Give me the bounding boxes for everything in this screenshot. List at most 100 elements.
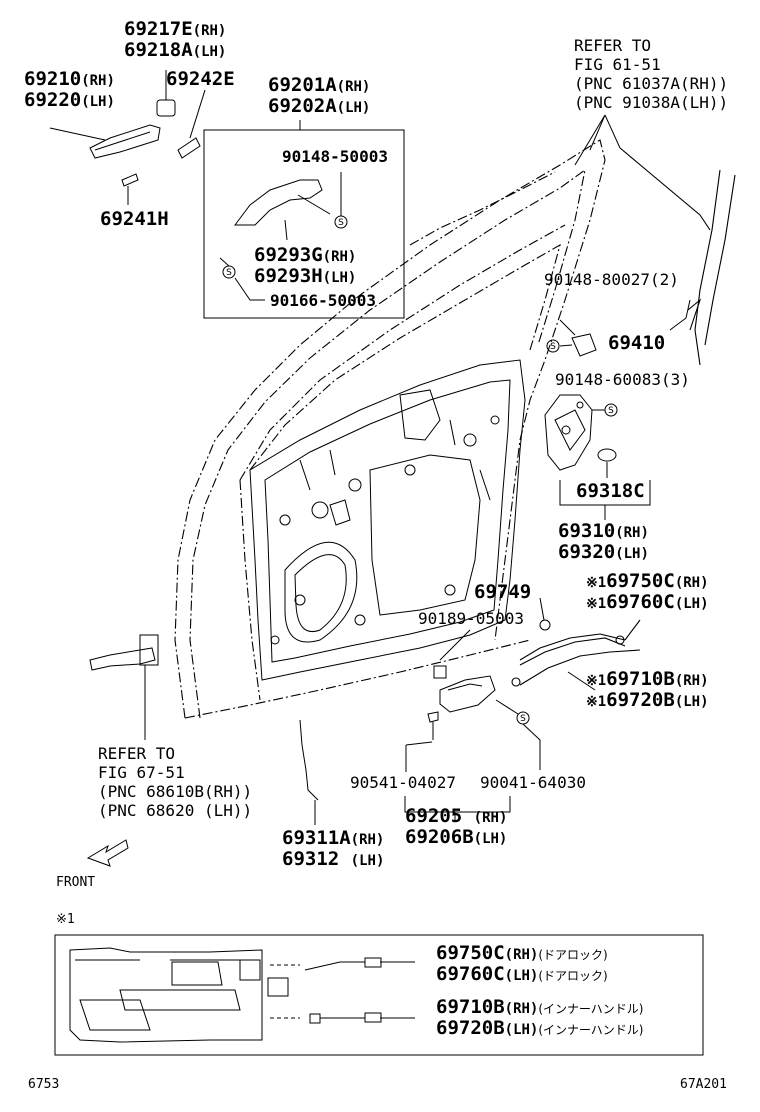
label-69760: ※169760C(LH) (586, 593, 709, 612)
leader-refer-top (574, 114, 621, 166)
footer-left: 6753 (28, 1077, 60, 1092)
label-69320: 69320(LH) (558, 543, 649, 562)
door-lock-assy (544, 394, 593, 471)
refer-line: FIG 61-51 (574, 55, 661, 74)
part-side: (RH) (322, 249, 357, 265)
part-number: 69318C (576, 480, 645, 502)
part-number: 90189-05003 (418, 609, 524, 628)
inset-row-4: 69720B(LH)(インナーハンドル) (436, 1019, 643, 1038)
note-mark: ※1 (586, 673, 607, 689)
front-arrow (86, 839, 129, 867)
part-number: 69217E (124, 18, 193, 40)
label-69242: 69242E (166, 70, 235, 89)
part-side: (LH) (336, 100, 371, 116)
label-90148-50003: 90148-50003 (282, 149, 388, 165)
part-number: 90541-04027 (350, 773, 456, 792)
label-69318: 69318C (576, 482, 645, 501)
fastener-symbol: S (608, 406, 614, 416)
inset-handle-drawing (69, 947, 289, 1043)
refer-line: (PNC 68610B(RH)) (98, 782, 253, 801)
refer-line: FIG 67-51 (98, 763, 185, 782)
part-side: (RH) (615, 525, 649, 541)
label-69720: ※169720B(LH) (586, 691, 709, 710)
label-69202: 69202A(LH) (268, 97, 370, 116)
part-desc: (ドアロック) (538, 969, 608, 983)
frame-box (203, 129, 405, 319)
part-side: (LH) (504, 1022, 539, 1038)
part-number: 69749 (474, 581, 532, 603)
fastener-symbol: S (550, 342, 556, 352)
part-side: (RH) (504, 1001, 539, 1017)
part-number: 69410 (608, 332, 666, 354)
door-check (89, 634, 159, 671)
note-mark: ※1 (586, 694, 607, 710)
part-number: 69750C (436, 942, 505, 964)
label-69312: 69312 (LH) (282, 850, 384, 869)
inner-door-panel (249, 359, 526, 681)
part-number: 90166-50003 (270, 291, 376, 310)
part-side: (RH) (192, 23, 227, 39)
part-side: (RH) (350, 832, 385, 848)
refer-line: (PNC 91038A(LH)) (574, 93, 729, 112)
part-number: 69710B (606, 668, 675, 690)
part-number: 69760C (436, 963, 505, 985)
footnote-mark: ※1 (56, 912, 75, 927)
part-side: (LH) (473, 831, 508, 847)
part-side: (LH) (81, 94, 115, 110)
part-number: 69320 (558, 541, 616, 563)
label-69218: 69218A(LH) (124, 41, 226, 60)
part-number: 69310 (558, 520, 616, 542)
refer-line: (PNC 68620 (LH)) (98, 801, 253, 820)
label-90189: 90189-05003 (418, 611, 524, 627)
part-side: (LH) (674, 596, 709, 612)
label-69749: 69749 (474, 583, 531, 602)
label-69210: 69210(RH) (24, 70, 115, 89)
screw (427, 711, 439, 740)
label-69205: 69205 (RH) (405, 807, 507, 826)
label-69201: 69201A(RH) (268, 76, 370, 95)
part-side: (LH) (322, 270, 357, 286)
label-90148-80027: 90148-80027(2) (544, 272, 679, 288)
part-side: (LH) (192, 44, 227, 60)
part-number: 69760C (606, 591, 675, 613)
label-69206: 69206B(LH) (405, 828, 507, 847)
refer-top: REFER TO FIG 61-51 (PNC 61037A(RH)) (PNC… (574, 36, 728, 112)
footer-right: 67A201 (680, 1077, 727, 1092)
part-number: 69201A (268, 74, 337, 96)
part-side: (LH) (615, 546, 649, 562)
part-side: (RH) (81, 73, 115, 89)
grommet (539, 619, 551, 631)
handle-cap (156, 99, 176, 117)
front-label: FRONT (56, 875, 96, 890)
part-number: 90148-80027 (544, 270, 650, 289)
label-69293g: 69293G(RH) (254, 246, 356, 265)
handle-bezel (433, 665, 447, 679)
part-number: 69750C (606, 570, 675, 592)
fastener-symbol: S (520, 714, 526, 724)
note-mark: ※1 (586, 596, 607, 612)
part-number: 69720B (436, 1017, 505, 1039)
part-side: (RH) (336, 79, 371, 95)
part-side: (RH) (674, 575, 709, 591)
note-mark: ※1 (586, 575, 607, 591)
refer-line: REFER TO (574, 36, 652, 55)
part-number: 69242E (166, 68, 235, 90)
part-desc: (インナーハンドル) (538, 1023, 644, 1037)
window-frame (619, 147, 736, 366)
part-side: (LH) (350, 853, 385, 869)
handle-gasket (121, 173, 139, 187)
label-90541: 90541-04027 (350, 775, 456, 791)
part-number: 69202A (268, 95, 337, 117)
part-number: 90148-60083 (555, 370, 661, 389)
part-number: 69710B (436, 996, 505, 1018)
label-69241: 69241H (100, 210, 169, 229)
fastener-symbol: S (338, 218, 344, 228)
label-69293h: 69293H(LH) (254, 267, 356, 286)
inset-box (54, 934, 704, 1056)
inset-row-1: 69750C(RH)(ドアロック) (436, 944, 608, 963)
part-qty: (3) (660, 370, 690, 389)
part-side: (LH) (504, 968, 539, 984)
lock-rod (299, 719, 319, 801)
fastener-symbol: S (226, 268, 232, 278)
handle-pad (177, 137, 201, 159)
